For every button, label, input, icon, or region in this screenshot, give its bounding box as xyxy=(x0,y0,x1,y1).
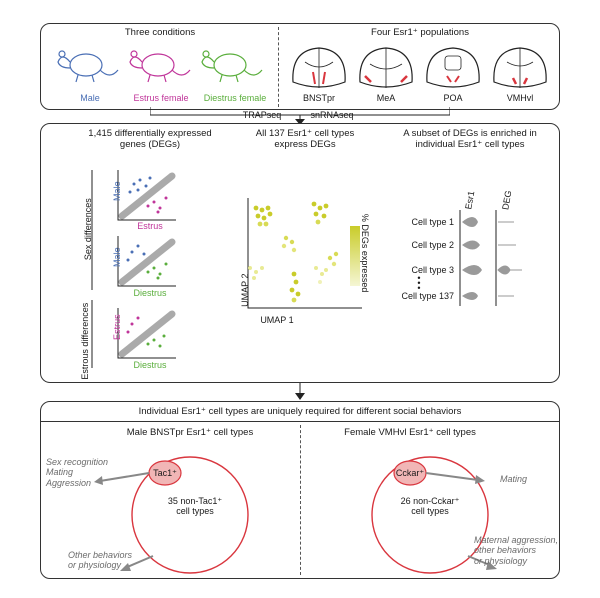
deg-violins xyxy=(497,221,522,297)
enriched-title-text: A subset of DEGs is enriched in individu… xyxy=(403,128,537,150)
tac1-rest-label: 35 non-Tac1⁺ cell types xyxy=(160,496,230,517)
umap-clusters xyxy=(248,201,339,303)
top-connector xyxy=(150,107,450,125)
mea-brain-icon xyxy=(359,47,413,88)
deg-scatter-plots xyxy=(91,170,176,368)
behavior-diagrams xyxy=(94,456,497,574)
cell-type-1-label: Cell type 1 xyxy=(411,217,454,227)
four-populations-title: Four Esr1⁺ populations xyxy=(371,27,469,38)
ellipsis-dots: ••• xyxy=(417,273,421,293)
three-conditions-title: Three conditions xyxy=(124,27,196,38)
estrous-differences-label: Estrous differences xyxy=(79,302,90,380)
brain-sections xyxy=(292,47,547,88)
bnstpr-population-circle xyxy=(131,456,249,574)
violin-plot xyxy=(459,210,522,306)
scatter3-y-label: Estrus xyxy=(111,314,122,340)
scatter1-x-label: Estrus xyxy=(137,221,163,231)
mea-label: MeA xyxy=(376,93,396,103)
male-condition-label: Male xyxy=(80,93,100,103)
top-divider xyxy=(278,27,279,107)
bottom-divider xyxy=(300,425,301,575)
bottom-title-rule xyxy=(40,421,560,422)
umap-y-label: UMAP 2 xyxy=(239,273,250,307)
bnstpr-brain-icon xyxy=(292,47,346,88)
esr1-violins xyxy=(462,217,482,300)
female-other-behaviors: Maternal aggression, other behaviors or … xyxy=(474,535,558,566)
male-main-behaviors-text: Sex recognition Mating Aggression xyxy=(46,457,109,488)
female-main-behaviors-text: Mating xyxy=(500,474,528,484)
degs-title: 1,415 differentially expressed genes (DE… xyxy=(80,128,220,151)
vmhvl-population-circle xyxy=(371,456,489,574)
bottom-title: Individual Esr1⁺ cell types are uniquely… xyxy=(138,406,462,417)
cell-type-3-label: Cell type 3 xyxy=(411,265,454,275)
male-bnstpr-title: Male BNSTpr Esr1⁺ cell types xyxy=(126,427,254,438)
cell-types-title: All 137 Esr1⁺ cell types express DEGs xyxy=(240,128,370,151)
degs-title-text: 1,415 differentially expressed genes (DE… xyxy=(88,128,212,150)
diestrus-condition-label: Diestrus female xyxy=(203,93,267,103)
mice-illustrations xyxy=(57,50,263,83)
middle-panel xyxy=(40,123,560,383)
umap-plot xyxy=(247,198,362,309)
poa-brain-icon xyxy=(426,47,480,88)
colorbar-label: % DEGs expressed xyxy=(360,213,371,293)
scatter-male-diestrus xyxy=(117,236,176,287)
cell-type-137-label: Cell type 137 xyxy=(401,291,454,301)
male-other-behaviors: Other behaviors or physiology xyxy=(68,550,148,571)
trapseq-label: TRAPseq xyxy=(242,110,282,120)
female-other-behaviors-text: Maternal aggression, other behaviors or … xyxy=(474,535,559,566)
tac1-rest-text: 35 non-Tac1⁺ cell types xyxy=(167,496,223,517)
estrus-mouse-icon xyxy=(129,50,191,83)
cckar-rest-text: 26 non-Cckar⁺ cell types xyxy=(400,496,460,517)
enriched-title: A subset of DEGs is enriched in individu… xyxy=(390,128,550,151)
male-main-behaviors: Sex recognition Mating Aggression xyxy=(46,457,116,488)
male-mouse-icon xyxy=(57,50,119,83)
cell-type-2-label: Cell type 2 xyxy=(411,240,454,250)
scatter-estrus-diestrus xyxy=(117,308,176,359)
scatter2-y-label: Male xyxy=(111,247,122,267)
cckar-marker-label: Cckar⁺ xyxy=(395,468,425,478)
snrnaseq-label: snRNAseq xyxy=(310,110,354,120)
estrus-condition-label: Estrus female xyxy=(133,93,189,103)
vmhvl-brain-icon xyxy=(493,47,547,88)
female-main-behaviors: Mating xyxy=(500,474,540,484)
scatter3-x-label: Diestrus xyxy=(133,360,167,370)
vmhvl-label: VMHvl xyxy=(506,93,534,103)
scatter1-y-label: Male xyxy=(111,181,122,201)
sex-differences-label: Sex differences xyxy=(82,198,93,261)
bnstpr-label: BNSTpr xyxy=(302,93,335,103)
tac1-marker-label: Tac1⁺ xyxy=(153,468,177,478)
cckar-rest-label: 26 non-Cckar⁺ cell types xyxy=(392,496,468,517)
diestrus-mouse-icon xyxy=(201,50,263,83)
male-other-behaviors-text: Other behaviors or physiology xyxy=(68,550,133,571)
middle-connector xyxy=(295,383,305,400)
female-vmhvl-title: Female VMHvl Esr1⁺ cell types xyxy=(344,427,476,438)
umap-x-label: UMAP 1 xyxy=(260,315,294,325)
top-panel xyxy=(40,23,560,110)
cell-types-title-text: All 137 Esr1⁺ cell types express DEGs xyxy=(255,128,355,150)
scatter2-x-label: Diestrus xyxy=(133,288,167,298)
umap-colorbar xyxy=(350,226,360,286)
scatter-male-estrus xyxy=(117,170,176,221)
poa-label: POA xyxy=(443,93,463,103)
